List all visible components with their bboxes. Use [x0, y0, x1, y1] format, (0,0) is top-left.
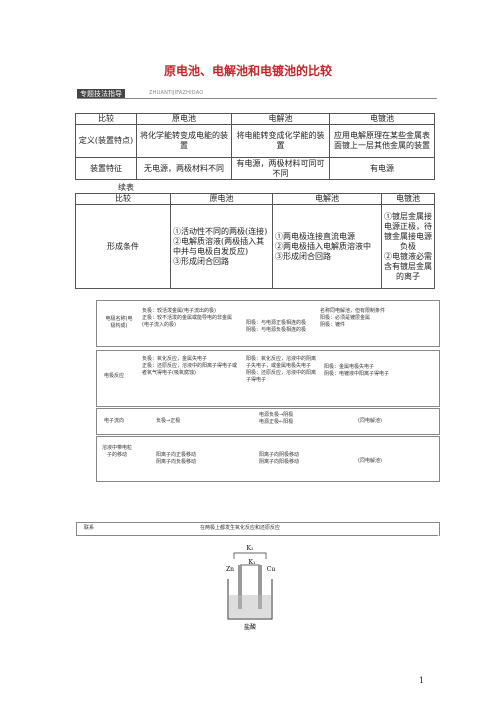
t2-header-galvanic: 原电池	[170, 193, 273, 205]
solution	[229, 595, 271, 618]
img-row3	[96, 408, 440, 435]
relation-divider	[76, 535, 438, 536]
img-r3-galvanic: 负极→正极	[156, 418, 181, 424]
k2-label: K₂	[247, 545, 254, 552]
img-r3-electrolytic: 电源负极→阴极 电源正极←阳极	[259, 412, 294, 425]
t1-header-compare: 比较	[75, 113, 137, 125]
img-r2-plating: 阳极：金属电极失电子 阴极：电镀液中阳离子得电子	[324, 364, 390, 377]
img-r1-label: 电极名称(电极构成)	[105, 316, 133, 329]
t2-galvanic-conditions: ①活动性不同的两极(连接) ②电解质溶液(两极插入其中并与电极自发反应) ③形成…	[170, 204, 273, 289]
t1-row1-label: 定义(装置特点)	[75, 124, 137, 158]
t1-row1-plating: 应用电解原理在某些金属表面镀上一层其他金属的装置	[329, 124, 435, 158]
zn-label: Zn	[226, 566, 234, 573]
img-r1-electrolytic: 阳极：与电源正极相连的极 阴极：与电源负极相连的极	[246, 320, 307, 333]
t2-electrolytic-conditions: ①两电极连接直流电源 ②两电极插入电解质溶液中 ③形成闭合回路	[272, 204, 382, 289]
img-r3-label: 电子流向	[104, 418, 125, 424]
comparison-table-2: 比较 原电池 电解池 电镀池 形成条件 ①活动性不同的两极(连接) ②电解质溶液…	[75, 193, 435, 289]
img-row1	[96, 300, 440, 347]
t1-row2-galvanic: 无电源，两极材料不同	[136, 157, 232, 180]
t1-row2-label: 装置特征	[75, 157, 137, 180]
img-row5	[76, 522, 440, 536]
page-title: 原电池、电解池和电镀池的比较	[163, 64, 332, 78]
banner-pinyin: ZHUANTIJIFAZHIDAO	[149, 90, 204, 96]
t2-header-electrolytic: 电解池	[272, 193, 382, 205]
t1-header-plating: 电镀池	[329, 113, 435, 125]
t2-header-plating: 电镀池	[381, 193, 435, 205]
galvanic-cell-diagram: K₂ K₁ Zn Cu 盐酸	[226, 545, 276, 631]
zn-electrode	[238, 565, 242, 609]
comparison-table-1: 比较 原电池 电解池 电镀池 定义(装置特点) 将化学能转变成电能的装置 将电能…	[75, 113, 435, 180]
img-r4-galvanic: 阳离子向正极移动 阴离子向负极移动	[156, 452, 197, 465]
cu-electrode	[258, 565, 262, 609]
img-r1-plating: 名称同电解池，但有限制条件 阳极：必须是镀层金属 阴极：镀件	[320, 308, 386, 328]
t1-row2-electrolytic: 有电源，两极材料可同可不同	[231, 157, 330, 180]
banner-rule	[77, 98, 437, 99]
t1-header-galvanic: 原电池	[136, 113, 232, 125]
t2-plating-conditions: ①镀层金属接电源正极，待镀金属接电源负极 ②电镀液必需含有镀层金属的离子	[381, 204, 435, 289]
banner-tag: 专题技法指导	[77, 89, 125, 99]
relation-label: 联系	[84, 525, 95, 531]
t2-header-compare: 比较	[75, 193, 171, 205]
img-r2-electrolytic: 阳极：氧化反应，溶液中的阴离子失电子，或金属电极失电子 阴极：还原反应，溶液中的…	[246, 356, 317, 383]
section-banner: 专题技法指导 ZHUANTIJIFAZHIDAO	[77, 89, 437, 99]
relation-text: 在两极上都发生氧化反应和还原反应	[200, 525, 281, 531]
diagram-caption: 盐酸	[244, 623, 256, 631]
beaker	[227, 579, 273, 620]
img-r4-electrolytic: 阳离子向阴极移动 阴离子向阳极移动	[259, 452, 300, 465]
page-number: 1	[418, 676, 424, 685]
outer-wire	[233, 552, 267, 559]
img-r2-galvanic: 负极：氧化反应，金属失电子 正极：还原反应，溶液中的阳离子得电子或者氧气得电子(…	[142, 356, 238, 376]
embedded-comparison-image: 电极名称(电极构成) 负极：较活泼金属(电子流出的极) 正极：较不活泼的金属或能…	[76, 300, 440, 536]
k1-label: K₁	[249, 559, 256, 566]
img-row4	[96, 436, 440, 482]
img-r1-galvanic: 负极：较活泼金属(电子流出的极) 正极：较不活泼的金属或能导电的非金属(电子流入…	[142, 308, 233, 328]
t1-row1-electrolytic: 将电能转变成化学能的装置	[231, 124, 330, 158]
t1-row1-galvanic: 将化学能转变成电能的装置	[136, 124, 232, 158]
img-r3-plating: (同电解池)	[358, 418, 382, 424]
img-r2-label: 电极反应	[104, 373, 125, 379]
t1-row2-plating: 有电源	[329, 157, 435, 180]
img-r4-label: 溶液中带电粒子的移动	[102, 445, 133, 458]
t1-header-electrolytic: 电解池	[231, 113, 330, 125]
img-row2	[96, 350, 440, 407]
img-r4-plating: (同电解池)	[358, 458, 382, 464]
cu-label: Cu	[267, 566, 276, 573]
continued-label: 续表	[118, 183, 134, 192]
t2-row-label: 形成条件	[75, 204, 171, 289]
